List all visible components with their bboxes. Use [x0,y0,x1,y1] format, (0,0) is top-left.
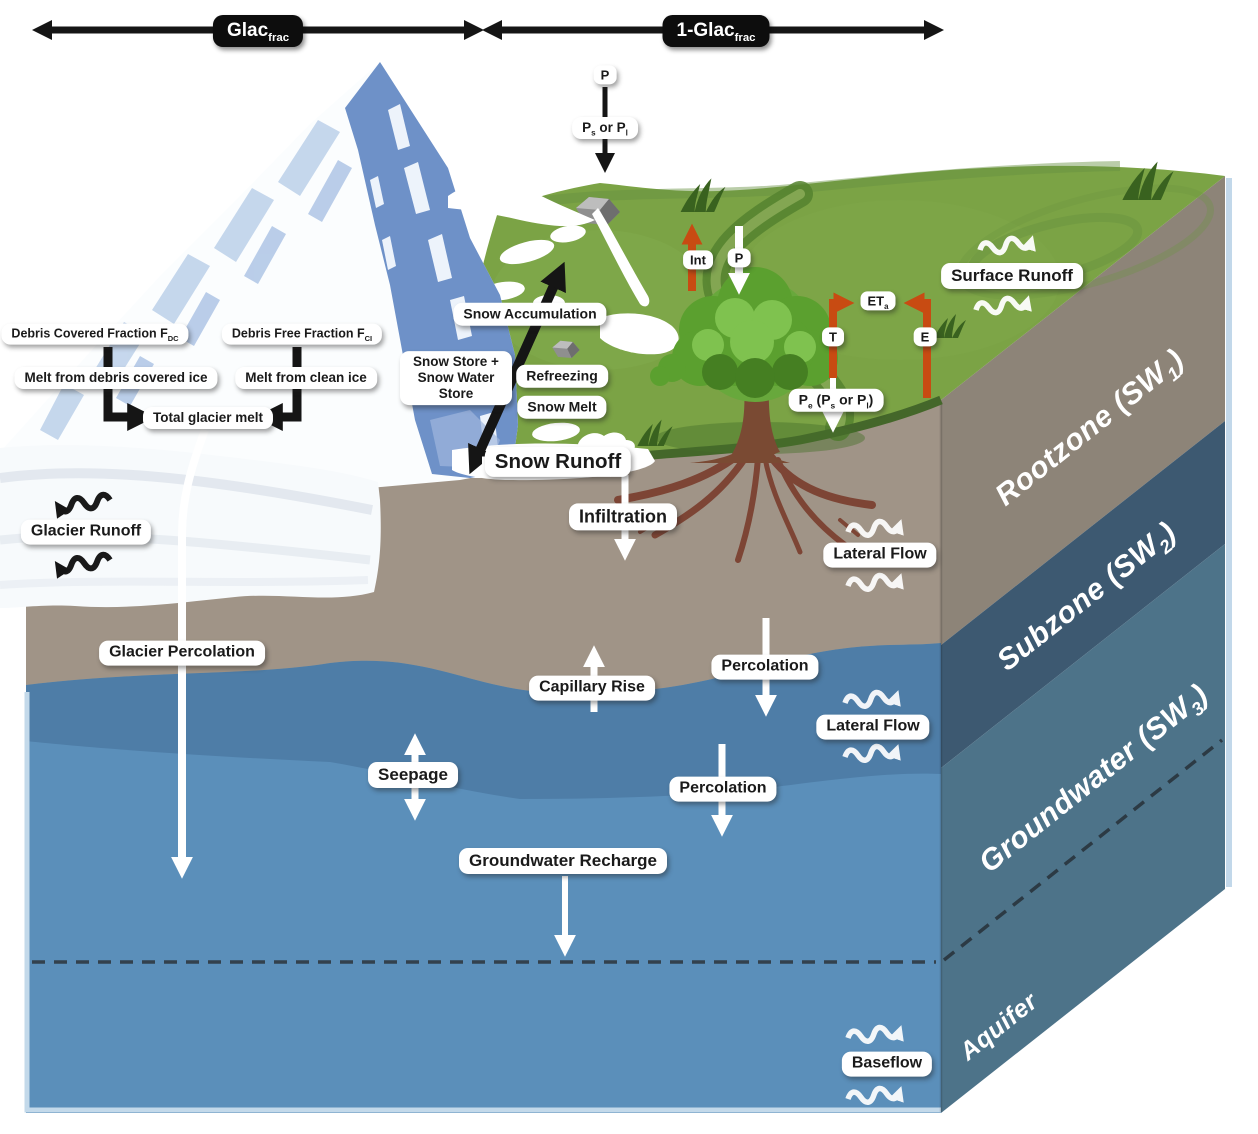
left-margin [0,694,24,1134]
glacier-runoff-wavy-arrow [54,551,113,579]
snow-accumulation-label: Snow Accumulation [453,302,607,326]
glacier-streak [0,468,373,515]
baseflow-label: Baseflow [841,1051,933,1077]
side-face [939,176,1232,1113]
actual-et-label: ETa [860,291,896,311]
canopy-precip-label: P [727,248,751,268]
evaporation-label: E [913,327,937,347]
glac-frac-label: Glacfrac [212,15,304,47]
aquifer-dashed-line-side [942,738,1224,962]
snow-store-label: Snow Store + Snow Water Store [400,351,512,405]
lateral-flow-wavy-arrow [845,572,904,592]
horizon-shading [519,161,1121,210]
refreezing-label: Refreezing [516,364,608,388]
snow-melt-label: Snow Melt [517,395,607,419]
melt-debris-covered-label: Melt from debris covered ice [14,367,218,389]
bottom-margin [0,1113,941,1134]
infiltration-label: Infiltration [569,503,677,531]
lateral-flow-subzone-label: Lateral Flow [816,714,930,740]
tree [614,267,876,563]
lateral-flow-wavy-arrow [842,689,901,709]
glacier-runoff-wavy-arrow [54,491,113,519]
capillary-rise-label: Capillary Rise [529,675,655,701]
interception-label: Int [683,250,713,270]
percolation-upper-label: Percolation [711,654,819,680]
evaporation-arrow [903,292,931,398]
snow-cornice [448,181,595,227]
subzone-side [941,421,1225,768]
baseflow-wavy-arrow [845,1024,904,1044]
block-light-border [24,692,941,1113]
transpiration-label: T [822,327,844,347]
subzone-front [26,643,941,799]
total-glacier-melt-label: Total glacier melt [142,407,274,429]
lateral-flow-rootzone-label: Lateral Flow [823,542,937,568]
baseflow-wavy-arrow [845,1085,904,1105]
surface-runoff-wavy-arrow [973,295,1032,316]
lateral-flow-wavy-arrow [842,743,901,763]
snow-runoff-label: Snow Runoff [484,446,632,478]
surface-runoff-label: Surface Runoff [941,262,1083,290]
debris-free-fraction-label: Debris Free Fraction FCI [221,323,383,345]
groundwater-side [941,544,1225,1113]
transpiration-arrow [829,292,855,378]
surface-runoff-wavy-arrow [977,235,1036,256]
rootzone-side [941,176,1225,645]
effective-precip-label: Pe (Ps or Pl) [788,388,884,412]
glacier-percolation-arrow [171,428,209,879]
debris-covered-fraction-label: Debris Covered Fraction FDC [1,323,189,345]
melt-clean-ice-label: Melt from clean ice [235,367,377,389]
precipitation-label: P [593,65,617,85]
lateral-flow-wavy-arrow [845,518,904,538]
groundwater-recharge-label: Groundwater Recharge [459,847,667,875]
glacier-percolation-label: Glacier Percolation [99,640,265,666]
one-minus-glac-frac-label: 1-Glacfrac [662,15,770,47]
tree-trunk [690,386,790,463]
ps-or-pl-label: Ps or Pl [572,117,638,139]
glacier-runoff-label: Glacier Runoff [20,519,152,545]
percolation-lower-label: Percolation [669,776,777,802]
grass-tufts [637,161,1174,446]
seepage-label: Seepage [368,761,458,789]
green-front-edge [639,395,943,461]
tree-canopy [650,267,838,402]
glacier-streak [0,576,369,589]
